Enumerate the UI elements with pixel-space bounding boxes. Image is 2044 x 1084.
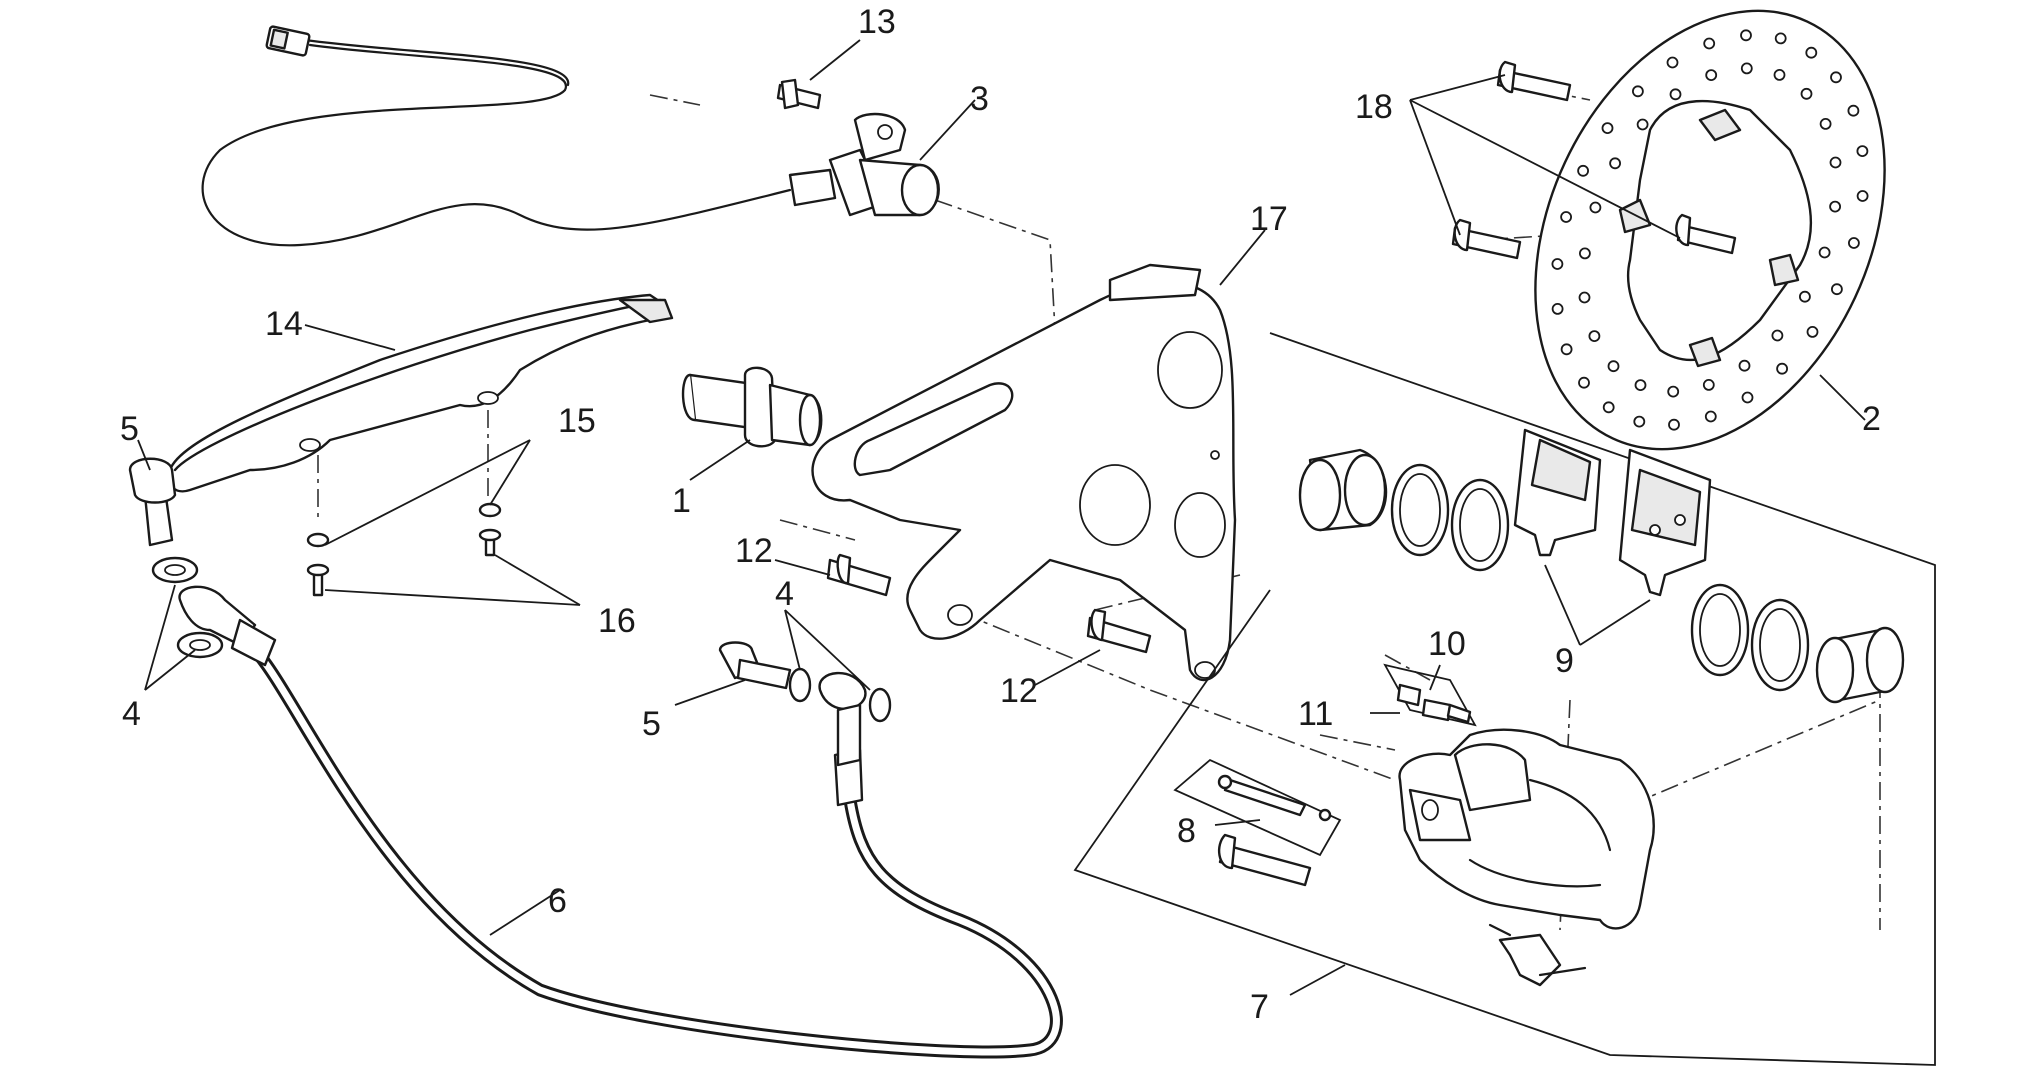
- disc-hole: [1579, 247, 1591, 260]
- disc-hole: [1669, 88, 1682, 101]
- disc-hole: [1819, 118, 1832, 130]
- disc-hole: [1856, 145, 1869, 158]
- callout-labels: 13 3 18 17 14 2 5 15 1 12 4 16 9 10 12 4…: [120, 3, 1881, 1026]
- disc-hole: [1771, 329, 1784, 342]
- leader-lines: [137, 39, 1866, 996]
- disc-hole: [1703, 37, 1716, 50]
- label-18: 18: [1355, 88, 1393, 126]
- disc-hole: [1818, 246, 1831, 259]
- label-10: 10: [1428, 625, 1466, 663]
- label-7: 7: [1250, 988, 1269, 1026]
- disc-hole: [1829, 156, 1842, 169]
- caliper-body: [1398, 728, 1655, 987]
- disc-hole: [1741, 391, 1754, 404]
- brake-hose: [230, 618, 1063, 1059]
- disc-hole: [1602, 401, 1615, 414]
- pistons-and-seals: [1298, 448, 1905, 704]
- disc-hole: [1773, 69, 1786, 81]
- disc-hole: [1666, 56, 1679, 69]
- label-5b: 5: [642, 705, 661, 743]
- disc-hole: [1740, 62, 1753, 75]
- label-4b: 4: [775, 575, 794, 613]
- disc-hole: [1578, 376, 1590, 389]
- label-4a: 4: [122, 695, 141, 733]
- disc-ventilation-holes: [1551, 29, 1869, 431]
- disc-hole: [1588, 330, 1601, 343]
- disc-hole: [1560, 211, 1572, 223]
- disc-hole: [1551, 302, 1564, 315]
- label-11: 11: [1298, 695, 1333, 733]
- disc-hole: [1577, 164, 1589, 177]
- brake-disc: [1534, 9, 1886, 451]
- disc-hole: [1633, 415, 1646, 428]
- label-5a: 5: [120, 410, 139, 448]
- washers-15-16: [306, 410, 502, 597]
- disc-hole: [1634, 379, 1647, 392]
- label-3: 3: [970, 80, 989, 118]
- disc-hole: [1667, 385, 1680, 398]
- label-9: 8: [1177, 812, 1196, 850]
- label-8: 9: [1555, 642, 1574, 680]
- disc-hole: [1668, 418, 1680, 431]
- bracket-bolts-12: [826, 553, 1152, 654]
- disc-hole: [1609, 157, 1621, 170]
- disc-hole: [1856, 190, 1869, 202]
- banjo-bolt-right: [718, 641, 892, 767]
- disc-hole: [1632, 85, 1644, 98]
- disc-hole: [1560, 343, 1573, 356]
- disc-hole: [1774, 32, 1787, 45]
- chain-guard: [167, 293, 674, 493]
- disc-hole: [1848, 237, 1860, 249]
- bleeder-kit: [1383, 663, 1477, 727]
- disc-hole: [1702, 378, 1715, 391]
- label-13: 13: [858, 3, 896, 41]
- label-12a: 12: [735, 532, 773, 570]
- label-14: 14: [265, 305, 303, 343]
- speed-sensor-cable: [201, 25, 792, 247]
- disc-hole: [1831, 283, 1843, 296]
- caliper-pin: [681, 366, 823, 448]
- label-6: 6: [548, 882, 567, 920]
- disc-hole: [1601, 122, 1614, 135]
- disc-hole: [1829, 200, 1841, 213]
- label-12b: 12: [1000, 672, 1038, 710]
- sensor-bolt-13: [776, 78, 822, 110]
- caliper-kit-frame: [1073, 332, 1936, 1066]
- caliper-pin-kit: [1173, 758, 1342, 887]
- label-16: 16: [598, 602, 636, 640]
- disc-hole: [1806, 325, 1819, 338]
- label-2: 2: [1862, 400, 1881, 438]
- disc-hole: [1799, 290, 1811, 303]
- disc-hole: [1738, 359, 1751, 372]
- disc-hole: [1704, 410, 1717, 423]
- disc-hole: [1636, 118, 1649, 131]
- disc-hole: [1830, 71, 1842, 84]
- disc-hole: [1740, 29, 1752, 42]
- brake-pads: [1513, 428, 1712, 597]
- disc-hole: [1551, 258, 1564, 270]
- disc-hole: [1607, 360, 1620, 373]
- disc-hole: [1589, 201, 1602, 214]
- speed-sensor: [788, 112, 940, 217]
- disc-hole: [1776, 362, 1788, 375]
- disc-hole: [1800, 87, 1813, 100]
- disc-hole: [1847, 104, 1860, 117]
- caliper-bracket: [811, 263, 1237, 682]
- disc-hole: [1578, 291, 1591, 304]
- label-1: 1: [672, 482, 691, 520]
- label-15: 15: [558, 402, 596, 440]
- disc-hole: [1805, 46, 1818, 59]
- label-17: 17: [1250, 200, 1288, 238]
- disc-hole: [1705, 69, 1718, 81]
